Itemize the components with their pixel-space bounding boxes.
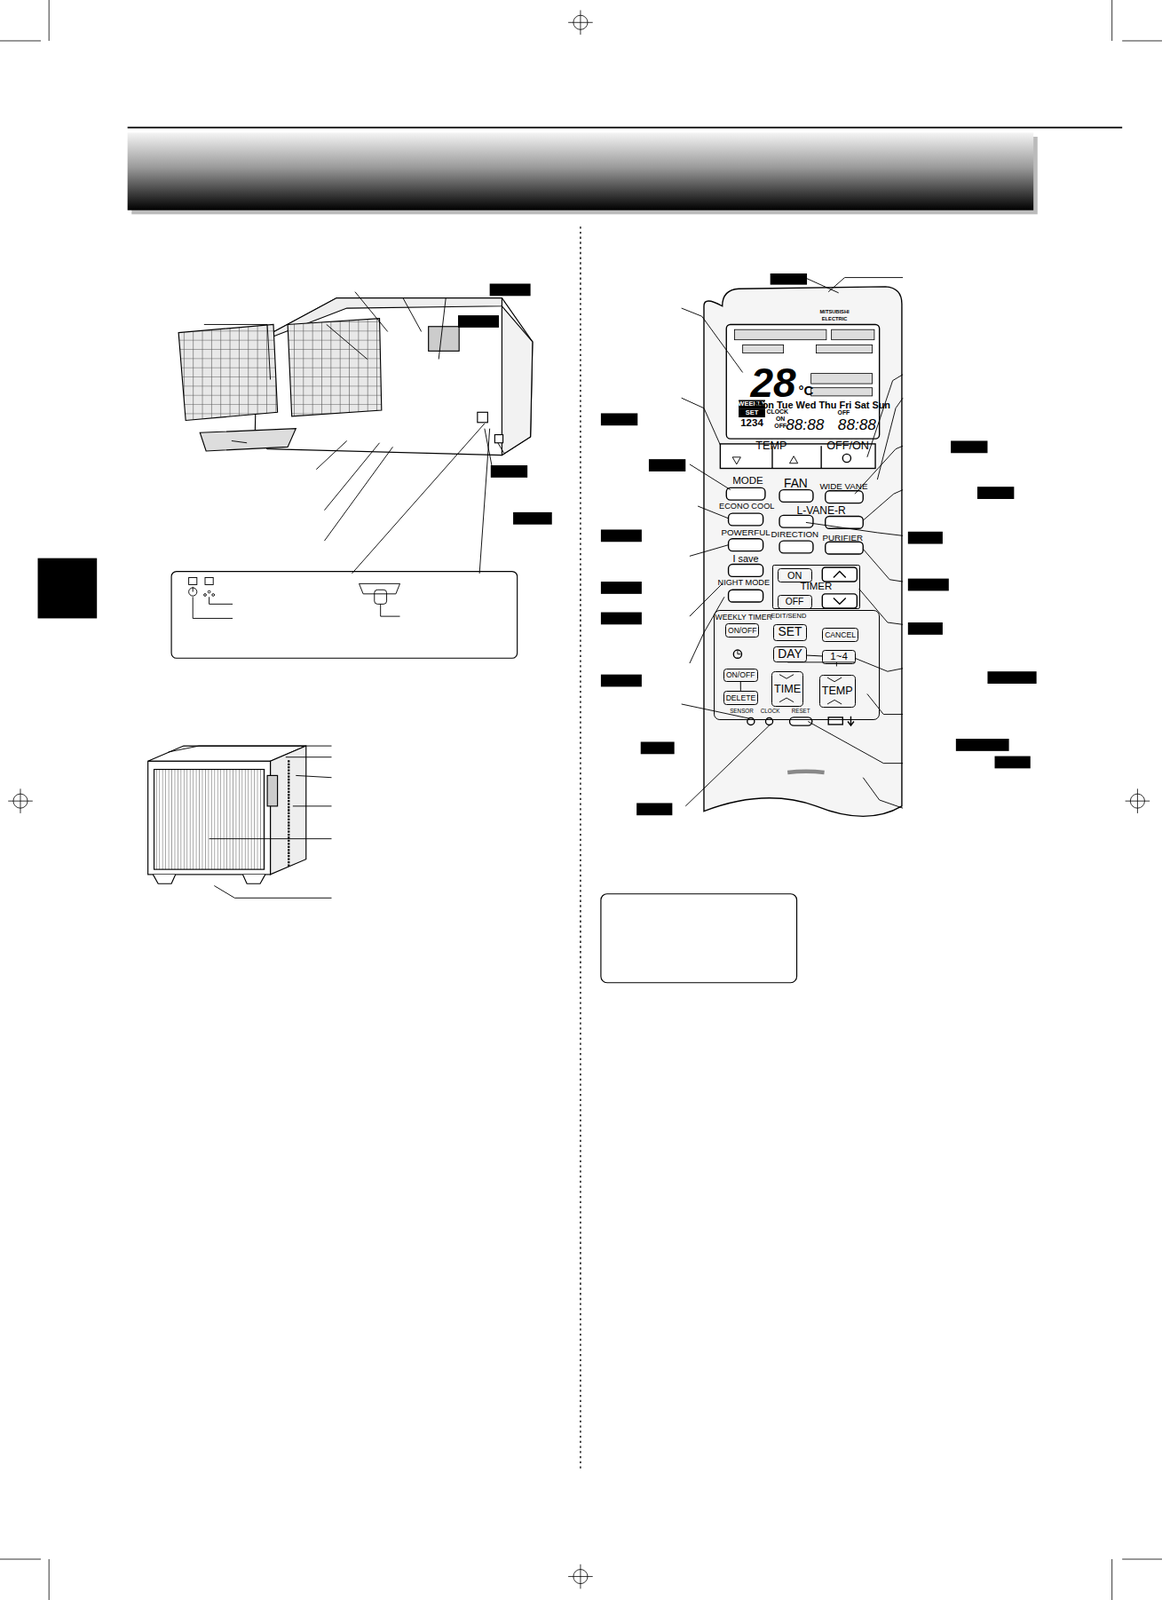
remote-label: CLOCK [766,409,788,416]
remote-button: ON [777,568,813,583]
remote-label: CLOCK [760,708,781,714]
remote-button: OFF [777,594,813,609]
remote-label: 28 [750,363,797,404]
remote-button: TEMP [819,674,856,709]
remote-label: MODE [732,476,763,488]
button-label: ON/OFF [727,626,758,635]
remote-label: 1234 [740,418,764,429]
remote-label: POWERFUL [720,528,770,538]
remote-label: ON [775,416,785,423]
remote-button: CANCEL [822,627,859,642]
button-label: OFF [785,597,805,607]
remote-label: RESET [791,708,811,714]
button-group: WEEKLY TIMERON/OFFSETCANCELDAY1~4ON/OFFD… [713,609,879,720]
remote-label: OFF [837,410,851,417]
button-label: TEMP [822,685,854,697]
remote-button: SET [773,624,807,641]
connector-line [740,681,742,691]
button-label: TIMER [800,581,833,593]
button-label: ON [787,570,802,581]
button-label: CANCEL [824,630,856,639]
remote-label: I save [733,553,759,563]
remote-button: ON/OFF [725,623,760,638]
remote-label: FAN [783,477,808,491]
remote-label: OFF/ON [826,440,870,452]
remote-label: ECONO COOL [719,503,775,512]
remote-label: ELECTRIC [822,316,848,323]
button-label: DELETE [726,694,757,703]
remote-label: 88:88 [785,418,824,434]
remote-label: OFF [774,423,787,430]
remote-button: DELETE [723,690,759,705]
button-label: 1~4 [830,651,847,663]
remote-label: WIDE VANE [819,482,868,491]
button-label: DAY [777,648,802,661]
button-label: SET [778,625,803,639]
remote-label: SENSOR [729,708,754,714]
remote-label: SET [745,410,759,417]
remote-label: TEMP [755,440,787,452]
button-label: TIME [774,683,801,696]
remote-button: ON/OFF [723,668,759,682]
remote-button: 1~4 [822,649,856,664]
remote-button: DAY [773,646,807,662]
remote-label: PURIFIER [822,533,864,543]
button-group: TIMERON OFF [772,564,861,610]
connector-line [806,655,823,657]
remote-label: MITSUBISHI [820,309,850,316]
remote-label: 88:88 [837,418,877,434]
remote-label: DIRECTION [770,529,819,539]
button-label: WEEKLY TIMER [715,613,773,622]
remote-label: °C [798,384,815,398]
button-label: ON/OFF [726,671,756,680]
remote-label: EDIT/SEND [770,612,807,619]
remote-label: NIGHT MODE [718,579,771,588]
remote-label: L-VANE-R [796,505,846,516]
remote-button: TIME [771,671,805,707]
